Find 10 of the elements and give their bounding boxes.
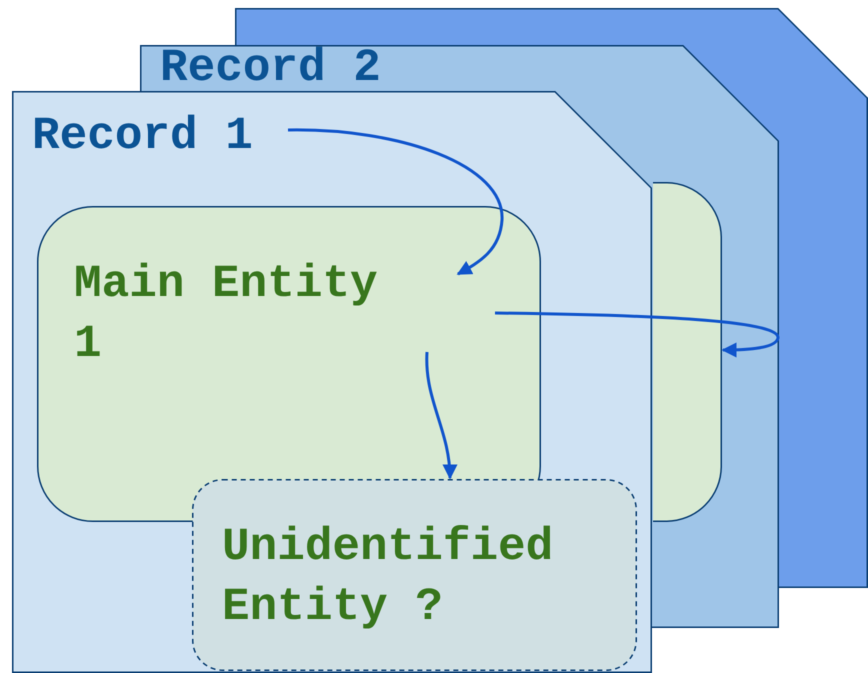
entity-label: Main Entity 1 (74, 257, 379, 372)
arrow (425, 352, 457, 480)
arrow (494, 312, 780, 358)
entity-label: Unidentified Entity ? (222, 520, 554, 635)
entity-box (653, 182, 722, 522)
record-title: Record 1 (32, 109, 254, 164)
record-title: Record 2 (160, 46, 382, 90)
record-card (12, 91, 652, 673)
arrow (288, 128, 504, 276)
entity-box (192, 479, 637, 671)
